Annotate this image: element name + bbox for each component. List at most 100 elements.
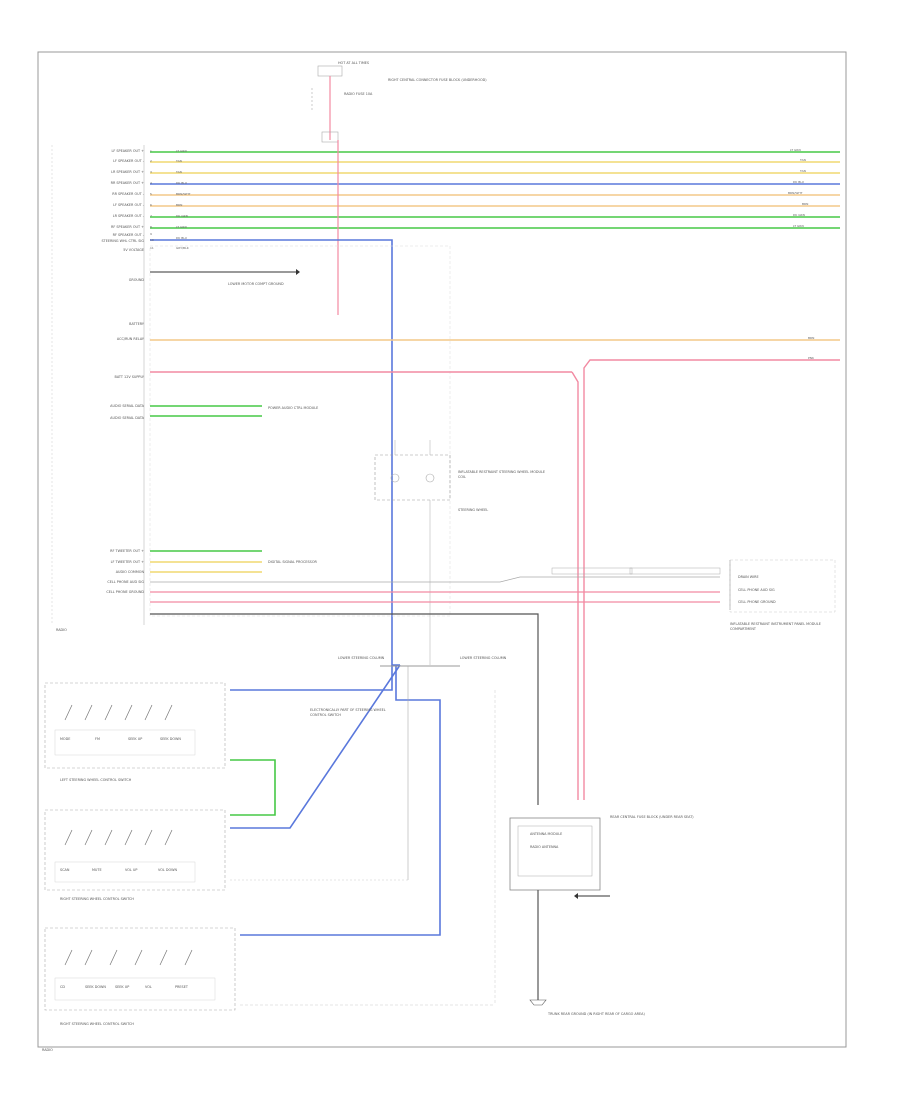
pin-number: 3	[150, 170, 152, 174]
switch-button-label: MODE	[60, 737, 71, 741]
pin-number: 8	[150, 225, 152, 229]
switch-name: RIGHT STEERING WHEEL CONTROL SWITCH	[60, 1022, 134, 1026]
lower-pin-label: LF TWEETER OUT +	[110, 560, 144, 564]
right-wire-tag: BRN/WHT	[788, 191, 803, 195]
switch-box-middle	[44, 809, 226, 891]
lower-pin-label: CELL PHONE AUD SIG	[107, 580, 144, 584]
switch-button-label: SEEK UP	[128, 737, 143, 741]
clockspring-label: INFLATABLE RESTRAINT STEERING WHEEL MODU…	[458, 470, 545, 479]
wire-tag: TAN	[176, 170, 182, 174]
cell-phone-wires	[150, 567, 721, 805]
right-wire-tag: DK BLU	[793, 180, 805, 184]
audio-data-label: AUDIO SERIAL DATA	[110, 416, 144, 420]
right-wire-tag: TAN	[800, 158, 806, 162]
right-connector-pin: CELL PHONE GROUND	[738, 600, 776, 604]
pin-label: LF SPEAKER OUT +	[111, 149, 144, 153]
pin-label: RF SPEAKER OUT +	[111, 225, 144, 229]
pin-number: 5	[150, 192, 152, 196]
wire-tag: GRY/BLK	[176, 246, 189, 250]
diagram-border	[37, 51, 847, 1048]
battery-label: BATTERY	[129, 322, 144, 326]
ground-wire	[150, 269, 300, 275]
pin-number: 6	[150, 203, 152, 207]
lower-pin-label: RF TWEETER OUT +	[110, 549, 144, 553]
speaker-wires	[150, 140, 840, 315]
pin-number: 1	[150, 149, 152, 153]
wire-tag: TAN	[176, 159, 182, 163]
top-connector-label: HOT AT ALL TIMES	[338, 61, 370, 65]
bat-supply-label: BATT 12V SUPPLY	[114, 375, 145, 379]
switch-button-label: MUTE	[92, 868, 102, 872]
clockspring	[374, 440, 451, 665]
pin-label: LF SPEAKER OUT -	[113, 203, 144, 207]
wire-tag: DK GRN	[176, 214, 188, 218]
right-wire-tag: DK GRN	[793, 213, 805, 217]
switch-button-label: SCAN	[60, 868, 70, 872]
wire-tag: DK BLU	[176, 181, 188, 185]
acc-label: ACC/RUN RELAY	[116, 337, 144, 341]
right-connector	[729, 559, 836, 613]
audio-data-label: AUDIO SERIAL DATA	[110, 404, 144, 408]
switch-button-label: SEEK UP	[115, 985, 130, 989]
switch-button-label: CD	[60, 985, 65, 989]
right-wire-tag: TAN	[800, 169, 806, 173]
fuse-block-note: RIGHT CENTRAL CONNECTOR FUSE BLOCK (UNDE…	[388, 78, 487, 82]
pin-number: 7	[150, 214, 152, 218]
top-fuse-connector	[311, 65, 343, 143]
audio-note: POWER AUDIO CTRL MODULE	[268, 406, 319, 410]
switch-button-label: VOL	[145, 985, 152, 989]
right-wire-tag: BRN	[802, 202, 809, 206]
steering-control-wire	[150, 239, 441, 936]
right-connector-pin: DRAIN WIRE	[738, 575, 759, 579]
wire-tag: BRN/WHT	[176, 192, 191, 196]
switch-button-label: SEEK DOWN	[85, 985, 106, 989]
tweeter-note: DIGITAL SIGNAL PROCESSOR	[268, 560, 317, 564]
right-wire-tag: LT GRN	[793, 224, 804, 228]
pin-number: 10	[150, 238, 154, 242]
switch-button-label: SEEK DOWN	[160, 737, 181, 741]
pin-number: 2	[150, 159, 152, 163]
right-wire-tag: LT GRN	[790, 148, 801, 152]
pin-label: RR SPEAKER OUT +	[110, 181, 144, 185]
switch-box-left	[44, 682, 226, 769]
power-wires	[150, 339, 840, 800]
pin-label: LR SPEAKER OUT +	[111, 170, 144, 174]
right-connector-note: INFLATABLE RESTRAINT INSTRUMENT PANEL MO…	[730, 622, 821, 631]
radio-label: RADIO	[56, 628, 67, 632]
switch-button-label: VOL UP	[125, 868, 138, 872]
antenna-body: RADIO ANTENNA	[530, 845, 559, 849]
lower-steering-connectors	[230, 665, 496, 1006]
pin-number: 11	[150, 246, 154, 250]
ground-label: GROUND	[128, 278, 144, 282]
pin-number: 9	[150, 232, 152, 236]
pin-number: 4	[150, 181, 152, 185]
switch-button-label: PRESET	[175, 985, 188, 989]
switch-name: LEFT STEERING WHEEL CONTROL SWITCH	[60, 778, 132, 782]
mid-note: ELECTRONICALLY PART OF STEERING WHEEL CO…	[310, 708, 386, 717]
switch-box-right	[44, 927, 236, 1011]
antenna-ground-note: TRUNK REAR GROUND (IN RIGHT REAR OF CARG…	[548, 1012, 645, 1016]
antenna-note: REAR CENTRAL FUSE BLOCK (UNDER REAR SEAT…	[610, 815, 694, 819]
lower-connector-label: LOWER STEERING COLUMN	[338, 656, 385, 660]
right-wire-tag: BRN	[808, 336, 815, 340]
antenna-title: ANTENNA MODULE	[530, 832, 563, 836]
right-connector-pin: CELL PHONE AUD SIG	[738, 588, 775, 592]
wire-tag: LT GRN	[176, 225, 187, 229]
ground-note: LOWER MOTOR COMPT GROUND	[228, 282, 284, 286]
audio-serial-wires	[150, 405, 262, 417]
pin-label: STEERING WHL CTRL SIG	[101, 239, 144, 243]
right-wire-tag: PNK	[808, 356, 815, 360]
pin-label: 5V VOLTAGE	[123, 248, 144, 252]
pin-label: LF SPEAKER OUT -	[113, 159, 144, 163]
lower-pin-label: CELL PHONE GROUND	[106, 590, 144, 594]
pin-label: RR SPEAKER OUT -	[112, 192, 144, 196]
pin-label: RF SPEAKER OUT -	[112, 233, 144, 237]
switch-button-label: VOL DOWN	[158, 868, 178, 872]
pin-label: LR SPEAKER OUT -	[112, 214, 144, 218]
antenna-module	[509, 817, 610, 1006]
clockspring-note: STEERING WHEEL	[458, 508, 489, 512]
lower-connector-label: LOWER STEERING COLUMN	[460, 656, 507, 660]
wire-tag: DK BLU	[176, 236, 188, 240]
footer-label: RADIO	[42, 1048, 53, 1052]
